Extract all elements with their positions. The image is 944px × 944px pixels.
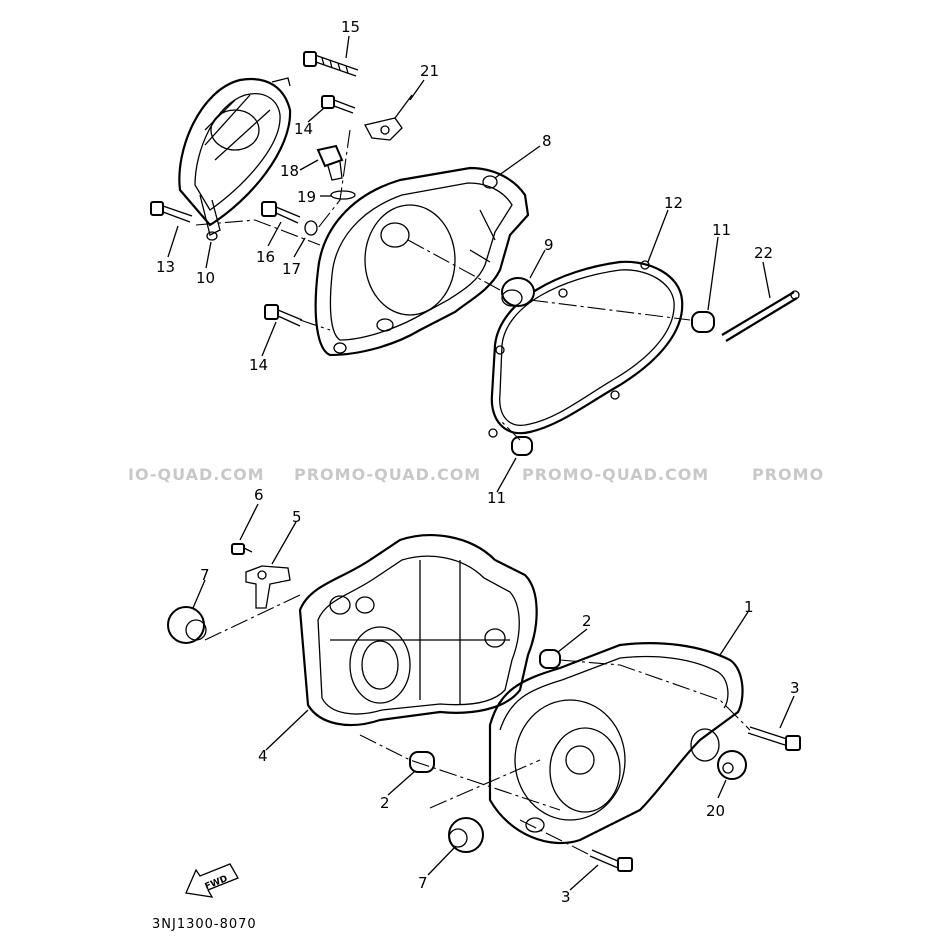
bolt-part-14-upper — [321, 95, 356, 114]
shroud-part-10 — [178, 77, 292, 241]
plug-part-18 — [316, 144, 344, 181]
label-part-22: 22 — [754, 244, 773, 262]
bushing-part-9 — [501, 277, 535, 307]
crankcase-left-part-4 — [298, 534, 538, 727]
label-part-5: 5 — [292, 508, 302, 526]
label-part-1: 1 — [744, 598, 754, 616]
label-part-4: 4 — [258, 747, 268, 765]
bolt-part-14-lower — [264, 304, 303, 327]
oring-part-19 — [330, 190, 356, 200]
dowel-part-2-lower — [409, 751, 435, 773]
bolt-part-6 — [231, 543, 253, 555]
label-part-17: 17 — [282, 260, 301, 278]
label-part-13: 13 — [156, 258, 175, 276]
watermark-text-3: PROMO-QUAD.COM — [522, 465, 709, 484]
label-part-9: 9 — [544, 236, 554, 254]
label-part-12: 12 — [664, 194, 683, 212]
label-part-19: 19 — [297, 188, 316, 206]
watermark-text-1: IO-QUAD.COM — [128, 465, 265, 484]
label-part-21: 21 — [420, 62, 439, 80]
label-part-2-lower: 2 — [380, 794, 390, 812]
label-part-8: 8 — [542, 132, 552, 150]
bolt-part-13 — [150, 201, 193, 223]
seal-part-20 — [717, 750, 747, 780]
dowel-part-2-upper — [539, 649, 561, 669]
fwd-text: FWD — [204, 874, 230, 892]
label-part-11-lower: 11 — [487, 489, 506, 507]
bracket-part-5 — [245, 565, 291, 609]
label-part-15: 15 — [341, 18, 360, 36]
label-part-18: 18 — [280, 162, 299, 180]
label-part-16: 16 — [256, 248, 275, 266]
label-part-7-left: 7 — [200, 566, 210, 584]
rod-part-22 — [721, 290, 800, 342]
diagram-code: 3NJ1300-8070 — [152, 917, 257, 932]
dowel-part-7-left — [167, 606, 207, 644]
label-part-6: 6 — [254, 486, 264, 504]
label-part-2-upper: 2 — [582, 612, 592, 630]
label-part-3-lower: 3 — [561, 888, 571, 906]
label-part-20: 20 — [706, 802, 725, 820]
axis-lines — [195, 129, 751, 856]
fwd-arrow: FWD — [185, 863, 239, 898]
label-part-14-lower: 14 — [249, 356, 268, 374]
pin-part-11-upper — [691, 311, 715, 333]
bolt-part-16 — [261, 201, 301, 224]
watermark-text-2: PROMO-QUAD.COM — [294, 465, 481, 484]
part-labels: 15 21 14 8 18 19 13 10 16 17 9 12 11 22 … — [156, 18, 800, 906]
label-part-3-right: 3 — [790, 679, 800, 697]
bracket-part-21 — [364, 94, 413, 141]
pin-part-11-lower — [511, 436, 533, 456]
washer-part-17 — [304, 220, 318, 236]
label-part-10: 10 — [196, 269, 215, 287]
gasket-part-12 — [488, 260, 684, 438]
bolt-part-3-right — [747, 726, 801, 751]
watermark: IO-QUAD.COM PROMO-QUAD.COM PROMO-QUAD.CO… — [128, 465, 824, 484]
crankcase-right-part-1 — [488, 642, 744, 845]
fwd-arrow-icon — [185, 863, 239, 898]
bolt-part-3-lower — [589, 849, 633, 872]
bolt-part-15 — [303, 51, 359, 77]
label-part-11-upper: 11 — [712, 221, 731, 239]
watermark-text-4: PROMO — [752, 465, 824, 484]
dowel-part-7-lower — [448, 817, 484, 853]
leader-lines — [167, 35, 795, 891]
label-part-14-upper: 14 — [294, 120, 313, 138]
crankcase-cover-part-8 — [314, 166, 530, 357]
label-part-7-lower: 7 — [418, 874, 428, 892]
